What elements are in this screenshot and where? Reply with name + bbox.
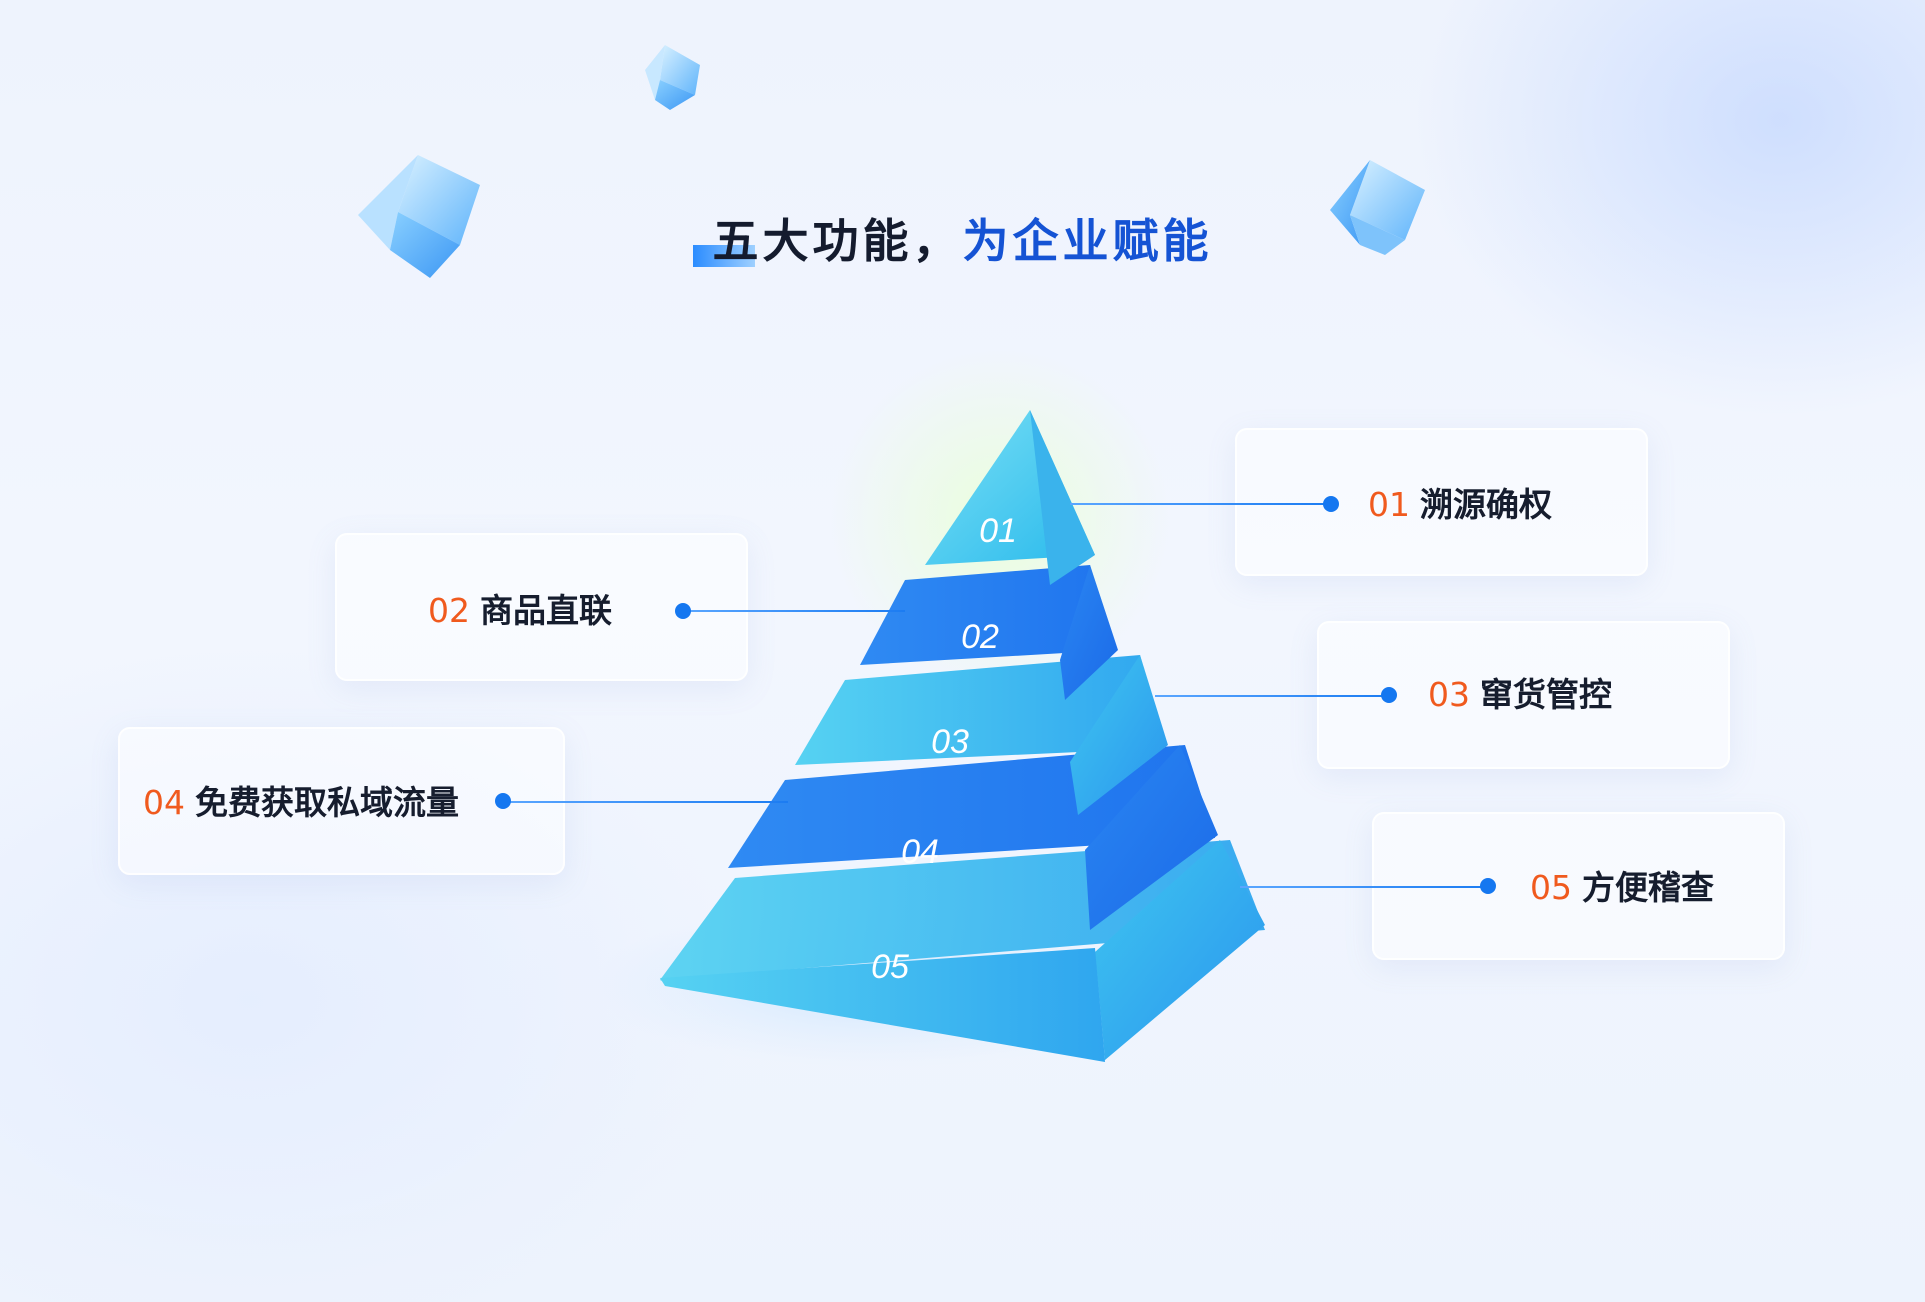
cube-icon <box>1330 160 1425 255</box>
title-section: 五大功能，为企业赋能 <box>0 205 1925 271</box>
feature-card-04 <box>118 727 565 875</box>
connector-line-01 <box>1070 503 1332 505</box>
level-01-label: 01 <box>979 512 1017 550</box>
title-accent-bar <box>692 245 755 267</box>
connector-line-03 <box>1155 695 1390 697</box>
connector-line-02 <box>683 610 905 612</box>
feature-number-02: 02 <box>428 591 470 630</box>
feature-label-05: 05 方便稽查 <box>1530 868 1714 908</box>
cube-icon <box>645 45 700 110</box>
cube-icon <box>358 155 480 278</box>
level-04-label: 04 <box>901 833 939 871</box>
title-part-1: 五大功能， <box>712 214 963 268</box>
feature-text-02: 商品直联 <box>480 591 612 630</box>
connector-dot-04 <box>495 793 511 809</box>
connector-line-04 <box>503 801 788 803</box>
feature-label-01: 01 溯源确权 <box>1368 485 1552 525</box>
feature-card-01 <box>1235 428 1648 576</box>
level-02-label: 02 <box>961 618 999 656</box>
connector-dot-03 <box>1381 687 1397 703</box>
feature-text-03: 窜货管控 <box>1480 675 1612 714</box>
feature-number-05: 05 <box>1530 868 1572 907</box>
feature-label-03: 03 窜货管控 <box>1428 675 1612 715</box>
feature-text-04: 免费获取私域流量 <box>195 783 459 822</box>
feature-text-05: 方便稽查 <box>1582 868 1714 907</box>
level-03-label: 03 <box>931 723 969 761</box>
level-05-label: 05 <box>871 948 909 986</box>
connector-dot-05 <box>1480 878 1496 894</box>
connector-line-05 <box>1240 886 1490 888</box>
feature-number-04: 04 <box>143 783 185 822</box>
feature-text-01: 溯源确权 <box>1420 485 1552 524</box>
feature-label-04: 04 免费获取私域流量 <box>143 783 459 823</box>
feature-number-03: 03 <box>1428 675 1470 714</box>
feature-label-02: 02 商品直联 <box>428 591 612 631</box>
feature-number-01: 01 <box>1368 485 1410 524</box>
connector-dot-02 <box>675 603 691 619</box>
title-part-2: 为企业赋能 <box>962 214 1213 268</box>
connector-dot-01 <box>1323 496 1339 512</box>
page-title: 五大功能，为企业赋能 <box>692 205 1213 271</box>
